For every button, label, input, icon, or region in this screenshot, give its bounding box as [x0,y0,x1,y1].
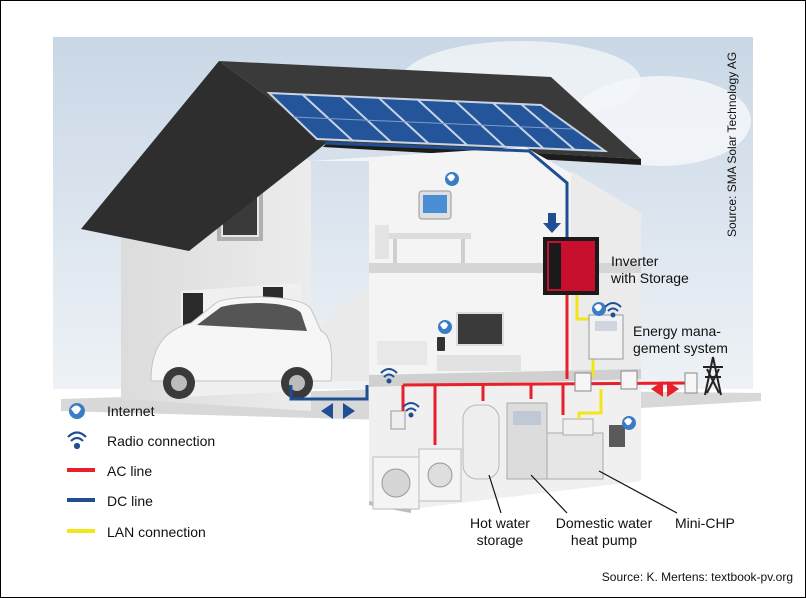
desk-leg [393,239,397,263]
dryer-door [427,462,453,488]
wifi-icon [380,368,398,384]
heat-pump-label: Domestic water heat pump [555,515,653,548]
chp-top [562,418,594,436]
lan-lines [575,293,603,419]
meter-box [620,370,638,390]
solar-panels [266,91,609,153]
legend-dc-line: DC line [107,493,153,509]
floor-upper [369,263,641,273]
globe-icon [445,172,459,186]
energy-manager-screen [595,321,617,331]
legend-ac-swatch [67,468,95,472]
tv [456,312,504,346]
legend-wifi-icon [67,431,87,450]
label-pointers [488,470,678,514]
hot-water-storage-label: Hot water storage [470,515,530,548]
dc-lines [289,141,569,401]
basement-sensor [390,410,406,430]
energy-management-label: Energy mana- gement system [633,323,728,356]
mini-chp-unit [546,432,604,480]
globe-icon [592,302,606,316]
tv-stand [437,355,521,371]
vertical-source-credit: Source: SMA Solar Technology AG [725,51,739,237]
washing-machine-door [381,468,411,498]
car-charging-arrow [321,403,355,419]
mini-chp-label: Mini-CHP [675,515,735,531]
bottom-source-credit: Source: K. Mertens: textbook-pv.org [601,570,793,584]
legend-internet: Internet [107,403,155,419]
grid-exchange-arrow [651,381,679,397]
grid-connection-box [684,372,698,394]
inverter-panel [549,243,561,289]
desk [387,233,471,239]
wifi-icon [402,402,420,418]
legend-lan: LAN connection [107,524,206,540]
electric-car [150,296,333,399]
legend-radio: Radio connection [107,433,216,449]
legend-ac-line: AC line [107,463,153,479]
globe-icon [622,416,636,430]
chair [375,225,389,259]
wifi-icon [604,302,622,318]
meter-box [574,372,592,392]
power-pylon-icon [703,356,723,396]
hot-water-tank [462,404,500,480]
energy-manager-box [588,314,624,360]
desk-leg [461,239,465,263]
heat-pump-panel [513,411,541,425]
legend-globe-icon [69,403,85,419]
legend-dc-swatch [67,498,95,502]
inverter-label: Inverter with Storage [611,253,689,286]
sofa [377,341,427,365]
floor-ground [369,369,641,387]
computer-screen [423,195,447,213]
smartphone-icon [437,337,445,351]
roof-left [81,61,329,251]
wall-device [609,425,625,447]
legend-lan-swatch [67,529,95,533]
globe-icon [438,320,452,334]
dc-down-arrow [543,213,561,233]
